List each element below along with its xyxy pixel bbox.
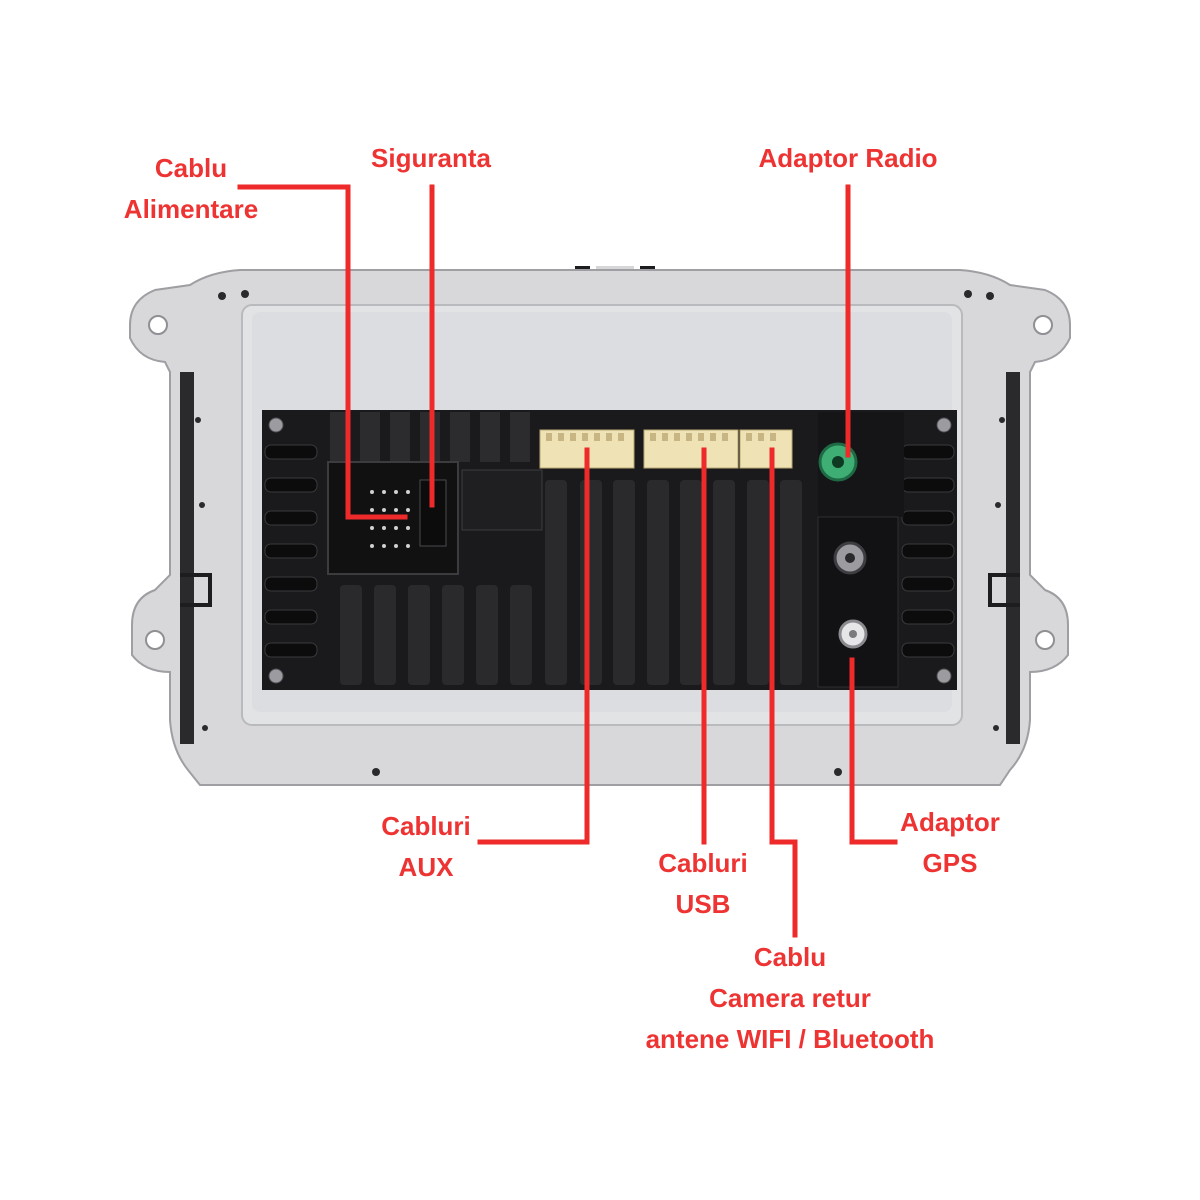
usb-connector [643,429,739,469]
leader-adaptor-gps [849,657,898,845]
label-cablu-camera: Cablu Camera retur antene WIFI / Bluetoo… [645,942,935,1054]
leader-cabluri-aux [477,447,590,845]
radio-antenna-socket [818,442,858,482]
label-adaptor-gps: Adaptor GPS [900,807,1000,878]
leader-cablu-camera [769,447,798,938]
gps-socket [833,541,868,649]
label-cabluri-usb: Cabluri USB [658,848,748,919]
leader-lines [237,184,898,938]
label-cablu-alimentare: Cablu Alimentare [123,153,259,224]
label-adaptor-radio: Adaptor Radio [758,143,938,173]
leader-cablu-alimentare [237,184,408,520]
label-siguranta: Siguranta [371,143,491,173]
camera-connector [739,429,793,469]
label-cabluri-aux: Cabluri AUX [381,811,471,882]
